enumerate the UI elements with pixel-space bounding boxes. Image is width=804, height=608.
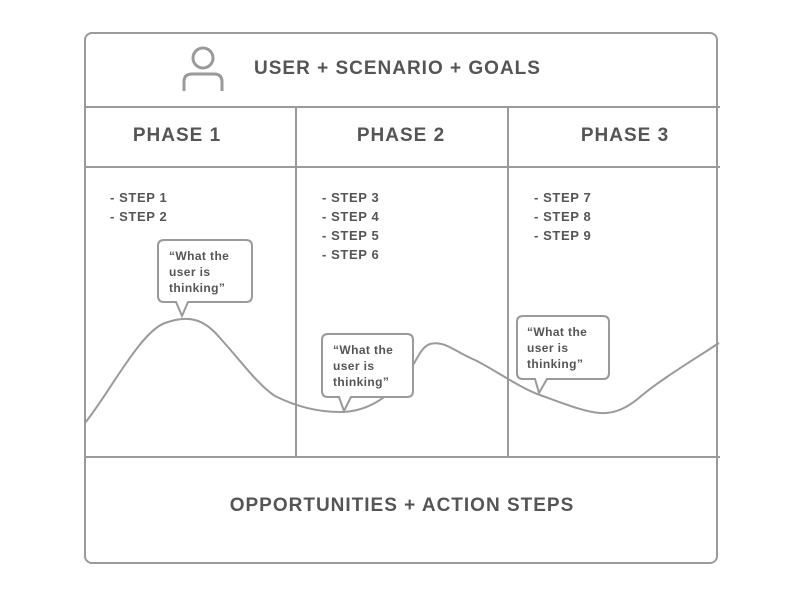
phase-divider-2 [507, 107, 509, 458]
scenario-title: USER + SCENARIO + GOALS [254, 58, 541, 79]
step-item: - STEP 8 [534, 209, 592, 224]
step-item: - STEP 2 [110, 209, 168, 224]
phase-2-label: PHASE 2 [356, 125, 446, 146]
user-icon [182, 46, 224, 91]
speech-bubble-3 [516, 315, 610, 396]
thought-text-3: “What the user is thinking” [527, 325, 588, 371]
phase-3-steps: - STEP 7 - STEP 8 - STEP 9 [534, 188, 591, 245]
thought-text-2: “What the user is thinking” [333, 343, 394, 389]
step-item: - STEP 4 [322, 209, 380, 224]
header-divider [84, 106, 720, 108]
phase-1-steps: - STEP 1 - STEP 2 [110, 188, 167, 226]
step-item: - STEP 6 [322, 247, 380, 262]
step-item: - STEP 7 [534, 190, 592, 205]
phase-header-divider [84, 166, 720, 168]
footer-divider [84, 456, 720, 458]
step-item: - STEP 1 [110, 190, 168, 205]
phase-3-label: PHASE 3 [580, 125, 670, 146]
step-item: - STEP 3 [322, 190, 380, 205]
opportunities-title: OPPORTUNITIES + ACTION STEPS [229, 495, 575, 516]
phase-2-steps: - STEP 3 - STEP 4 - STEP 5 - STEP 6 [322, 188, 379, 264]
step-item: - STEP 5 [322, 228, 380, 243]
step-item: - STEP 9 [534, 228, 592, 243]
phase-1-label: PHASE 1 [132, 125, 222, 146]
phase-divider-1 [295, 107, 297, 458]
speech-bubble-1 [157, 239, 253, 319]
speech-bubble-2 [321, 333, 414, 414]
journey-map-frame [84, 32, 718, 564]
thought-text-1: “What the user is thinking” [169, 249, 230, 295]
